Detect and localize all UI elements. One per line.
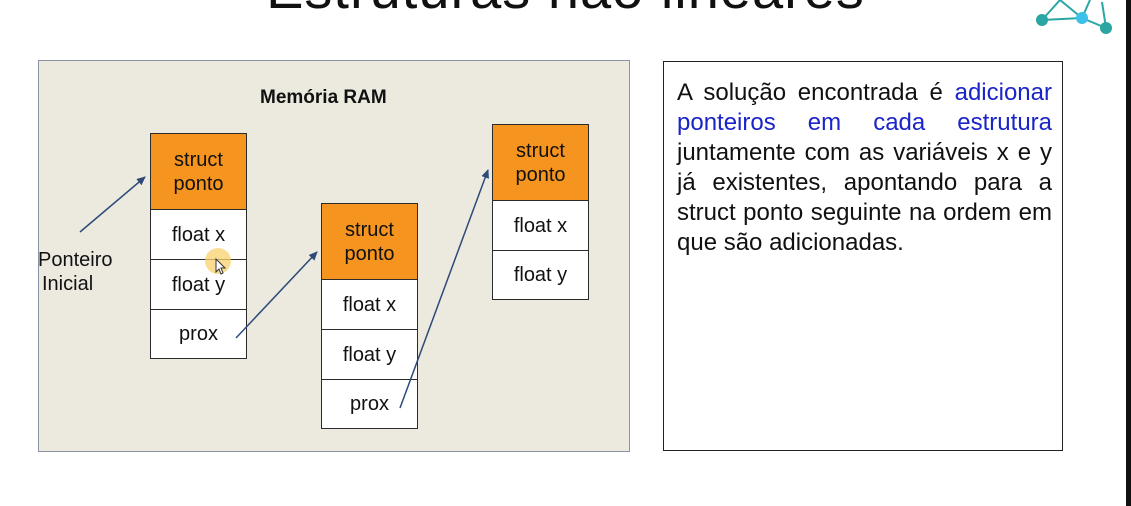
- explanation-text: A solução encontrada é adicionar ponteir…: [677, 78, 1052, 258]
- struct-3-field-x: float x: [492, 200, 589, 251]
- explanation-text-end: juntamente com as variáveis x e y já exi…: [677, 139, 1052, 256]
- network-logo-icon: [1036, 0, 1112, 34]
- struct-3-header-line1: struct: [516, 139, 565, 162]
- struct-2-header-line2: ponto: [344, 242, 395, 265]
- struct-1-header-line1: struct: [174, 148, 223, 171]
- struct-1-field-y: float y: [150, 259, 247, 310]
- struct-3-field-y: float y: [492, 250, 589, 300]
- explanation-text-start: A solução encontrada é: [677, 79, 955, 106]
- ram-title: Memória RAM: [260, 87, 387, 108]
- slide-title: Estruturas não lineares: [0, 0, 1131, 21]
- initial-pointer-label-line2: Inicial: [42, 273, 94, 296]
- mouse-cursor-icon: [215, 258, 227, 275]
- struct-2-field-x: float x: [321, 279, 418, 330]
- explanation-highlight: adicionar ponteiros em cada estrutura: [677, 79, 1052, 136]
- right-edge-bar: [1126, 0, 1131, 506]
- struct-1-header-line2: ponto: [173, 172, 224, 195]
- prox-2-arrow: [399, 169, 489, 409]
- initial-pointer-label: Ponteiro Inicial: [38, 248, 113, 297]
- struct-2-header-line1: struct: [345, 218, 394, 241]
- struct-1-next: prox: [150, 309, 247, 359]
- struct-2-field-y: float y: [321, 329, 418, 380]
- explanation-box: A solução encontrada é adicionar ponteir…: [663, 61, 1063, 451]
- initial-pointer-arrow: [79, 176, 146, 233]
- struct-3-header-line2: ponto: [515, 163, 566, 186]
- prox-1-arrow: [235, 251, 318, 339]
- initial-pointer-label-line1: Ponteiro: [38, 249, 113, 271]
